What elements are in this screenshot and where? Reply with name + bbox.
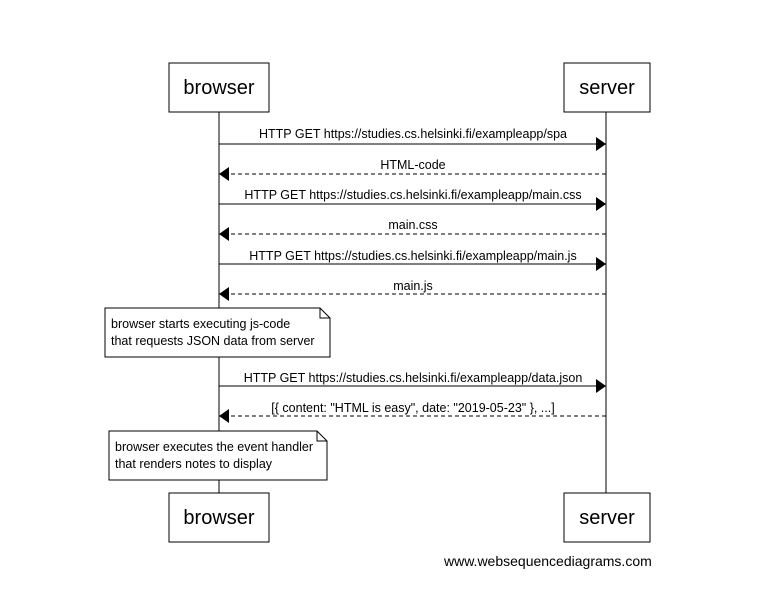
browser-participant-top: browser [168, 62, 270, 113]
message-label: HTTP GET https://studies.cs.helsinki.fi/… [249, 249, 576, 263]
footer-watermark: www.websequencediagrams.com [443, 553, 652, 569]
message-label: main.css [388, 218, 437, 232]
message-label: HTTP GET https://studies.cs.helsinki.fi/… [259, 127, 567, 141]
message-label: HTTP GET https://studies.cs.helsinki.fi/… [244, 371, 583, 385]
browser-label-top: browser [183, 77, 254, 99]
note-1: browser starts executing js-code that re… [104, 307, 331, 358]
message-label: HTML-code [380, 158, 445, 172]
note-line: browser starts executing js-code [111, 317, 290, 331]
message-1: HTTP GET https://studies.cs.helsinki.fi/… [219, 127, 606, 151]
message-7: HTTP GET https://studies.cs.helsinki.fi/… [219, 371, 606, 393]
message-label: main.js [393, 279, 433, 293]
note-2: browser executes the event handler that … [108, 430, 328, 481]
message-5: HTTP GET https://studies.cs.helsinki.fi/… [219, 249, 606, 271]
server-label-bottom: server [579, 507, 635, 529]
server-participant-bottom: server [563, 492, 651, 543]
note-line: that requests JSON data from server [111, 334, 315, 348]
note-line: that renders notes to display [115, 457, 273, 471]
message-label: [{ content: "HTML is easy", date: "2019-… [271, 401, 554, 415]
message-8: [{ content: "HTML is easy", date: "2019-… [219, 401, 606, 423]
browser-label-bottom: browser [183, 507, 254, 529]
message-6: main.js [219, 279, 606, 301]
server-participant-top: server [563, 62, 651, 113]
server-label-top: server [579, 77, 635, 99]
message-3: HTTP GET https://studies.cs.helsinki.fi/… [219, 188, 606, 211]
message-4: main.css [219, 218, 606, 241]
message-label: HTTP GET https://studies.cs.helsinki.fi/… [244, 188, 581, 202]
browser-participant-bottom: browser [168, 492, 270, 543]
note-line: browser executes the event handler [115, 440, 313, 454]
message-2: HTML-code [219, 158, 606, 181]
